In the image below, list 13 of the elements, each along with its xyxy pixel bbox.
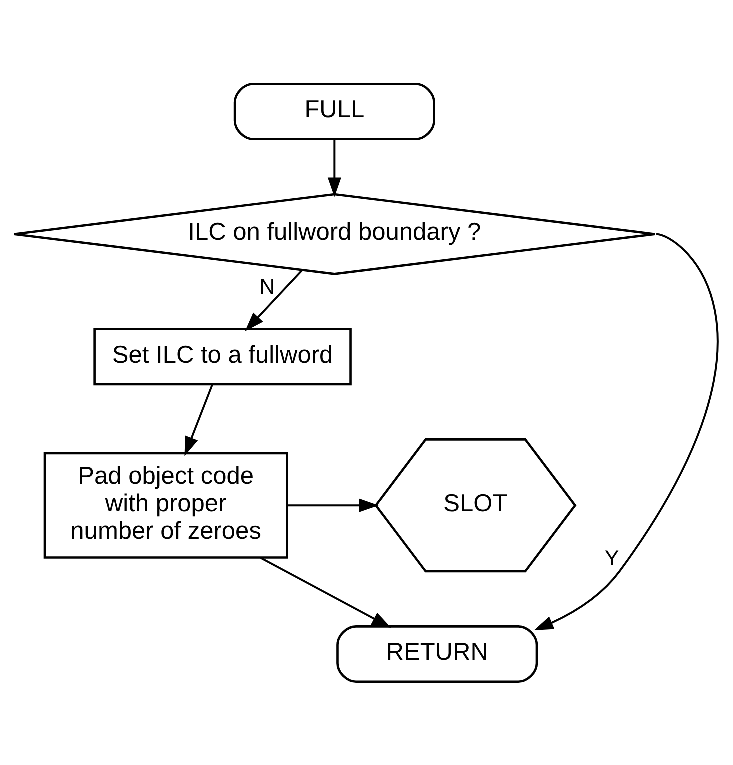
node-box: Set ILC to a fullword bbox=[94, 328, 352, 386]
edge-label: Y bbox=[604, 546, 620, 570]
arrow bbox=[288, 498, 379, 512]
arrow bbox=[184, 384, 214, 456]
arrow bbox=[245, 269, 304, 331]
edge-label: N bbox=[260, 274, 276, 298]
node-diamond: ILC on fullword boundary ? bbox=[13, 192, 656, 275]
arrow bbox=[260, 556, 392, 628]
arrow bbox=[328, 139, 342, 197]
arrow bbox=[534, 232, 719, 630]
node-box: RETURN bbox=[336, 625, 538, 683]
node-box: Pad object code with proper number of zeroes bbox=[44, 452, 288, 558]
node-box: FULL bbox=[234, 82, 436, 140]
